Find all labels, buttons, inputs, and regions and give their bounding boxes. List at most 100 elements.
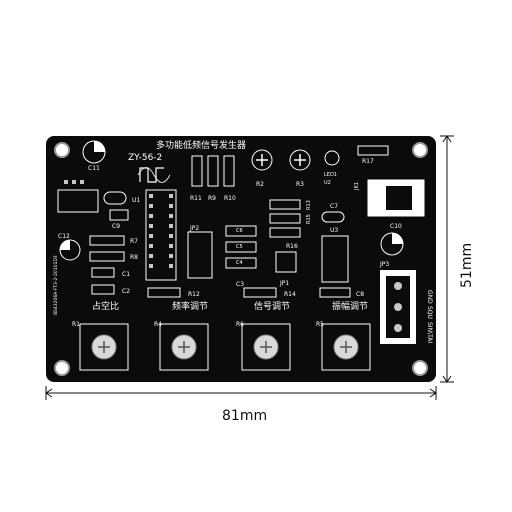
side-code: BS43206A-FT3-2-20101D3 [53, 255, 59, 315]
dimension-height-label: 51mm [459, 243, 475, 288]
ic-u3 [321, 235, 349, 283]
label-jp1: JP1 [279, 280, 289, 287]
resistor-r14 [243, 287, 277, 298]
ic-u1 [145, 189, 177, 281]
pad [72, 180, 76, 184]
mounting-hole [54, 360, 70, 376]
mounting-holes [54, 142, 428, 376]
label-r5: R5 [316, 321, 324, 328]
capacitor-c6 [225, 225, 257, 237]
trimmer-r3 [289, 149, 311, 171]
capacitor-outline [109, 209, 129, 221]
resistor-r8 [89, 251, 125, 262]
waveform-logo-icon [139, 167, 164, 183]
capacitor-c7 [321, 211, 345, 223]
label-r7: R7 [130, 238, 138, 245]
capacitor-c12 [59, 239, 81, 261]
label-c6: C6 [236, 228, 243, 234]
label-c7: C7 [330, 203, 338, 210]
u1-pins [149, 194, 173, 268]
label-r3: R3 [296, 181, 304, 188]
label-jp3: JP3 [379, 261, 389, 268]
trimmer-r2 [251, 149, 273, 171]
dc-jack-inner [386, 186, 412, 210]
terminal-screw [394, 303, 402, 311]
led-led1 [324, 150, 340, 166]
resistor-r17 [357, 145, 389, 156]
label-r15: R15 [306, 214, 312, 224]
label-u3: U3 [330, 227, 338, 234]
pad [80, 180, 84, 184]
resistor-r7 [89, 235, 125, 246]
label-freq: 频率调节 [172, 300, 208, 312]
label-led1: LED1 [324, 172, 337, 178]
label-c12: C12 [58, 233, 70, 240]
label-c3: C3 [236, 281, 244, 288]
label-r11: R11 [190, 195, 202, 202]
mounting-hole [412, 360, 428, 376]
label-r2: R2 [256, 181, 264, 188]
resistor-r10 [223, 155, 235, 187]
capacitor-c11 [82, 140, 106, 164]
board-title: 多功能低频信号发生器 [156, 139, 246, 151]
header-jp1 [275, 251, 297, 273]
capacitor-c10 [380, 232, 404, 256]
resistor-r11 [191, 155, 203, 187]
label-r4: R4 [154, 321, 162, 328]
resistor-r16 [269, 227, 301, 238]
potentiometer-r6 [241, 323, 291, 371]
dimension-width-label: 81mm [222, 408, 267, 424]
label-c4: C4 [236, 260, 243, 266]
resistor-r13 [269, 199, 301, 210]
capacitor-c1 [91, 267, 115, 278]
label-c5: C5 [236, 244, 243, 250]
label-r14: R14 [284, 291, 296, 298]
label-squ: SQU [426, 306, 433, 319]
label-amp: 振幅调节 [332, 300, 368, 312]
capacitor-c5 [225, 241, 257, 253]
dimension-width [45, 386, 437, 400]
board-model: ZY-56-2 [128, 153, 162, 163]
label-r8: R8 [130, 254, 138, 261]
terminal-screw [394, 282, 402, 290]
label-r10: R10 [224, 195, 236, 202]
label-sintai: SIN\TAI [426, 322, 433, 343]
header-jp2 [187, 231, 213, 279]
label-r12: R12 [188, 291, 200, 298]
label-r6: R6 [236, 321, 244, 328]
label-r13: R13 [306, 200, 312, 210]
pad [64, 180, 68, 184]
label-r16: R16 [286, 243, 298, 250]
potentiometer-r5 [321, 323, 371, 371]
label-c9: C9 [112, 223, 120, 230]
label-c10: C10 [390, 223, 402, 230]
label-c2: C2 [122, 288, 130, 295]
label-c8: C8 [356, 291, 364, 298]
potentiometer-r1 [79, 323, 129, 371]
dimension-height [440, 135, 454, 383]
label-signal: 信号调节 [254, 300, 290, 312]
capacitor-outline [103, 191, 127, 205]
capacitor-c4 [225, 257, 257, 269]
capacitor-c2 [91, 284, 115, 295]
pcb-board [46, 136, 436, 382]
label-jp2: JP2 [189, 225, 199, 232]
terminal-screw [394, 324, 402, 332]
label-c1: C1 [122, 271, 130, 278]
resistor-r9 [207, 155, 219, 187]
label-u1: U1 [132, 197, 140, 204]
mounting-hole [54, 142, 70, 158]
component-outline [57, 189, 99, 213]
resistor-r15 [269, 213, 301, 224]
label-r1: R1 [72, 321, 80, 328]
label-r9: R9 [208, 195, 216, 202]
label-c11: C11 [88, 165, 100, 172]
potentiometer-r4 [159, 323, 209, 371]
label-u2: U2 [324, 180, 331, 186]
mounting-hole [412, 142, 428, 158]
label-duty: 占空比 [92, 300, 119, 312]
waveform-sine-icon [137, 167, 171, 183]
label-jk1: JK1 [354, 182, 360, 191]
label-gnd: GND [426, 290, 433, 304]
